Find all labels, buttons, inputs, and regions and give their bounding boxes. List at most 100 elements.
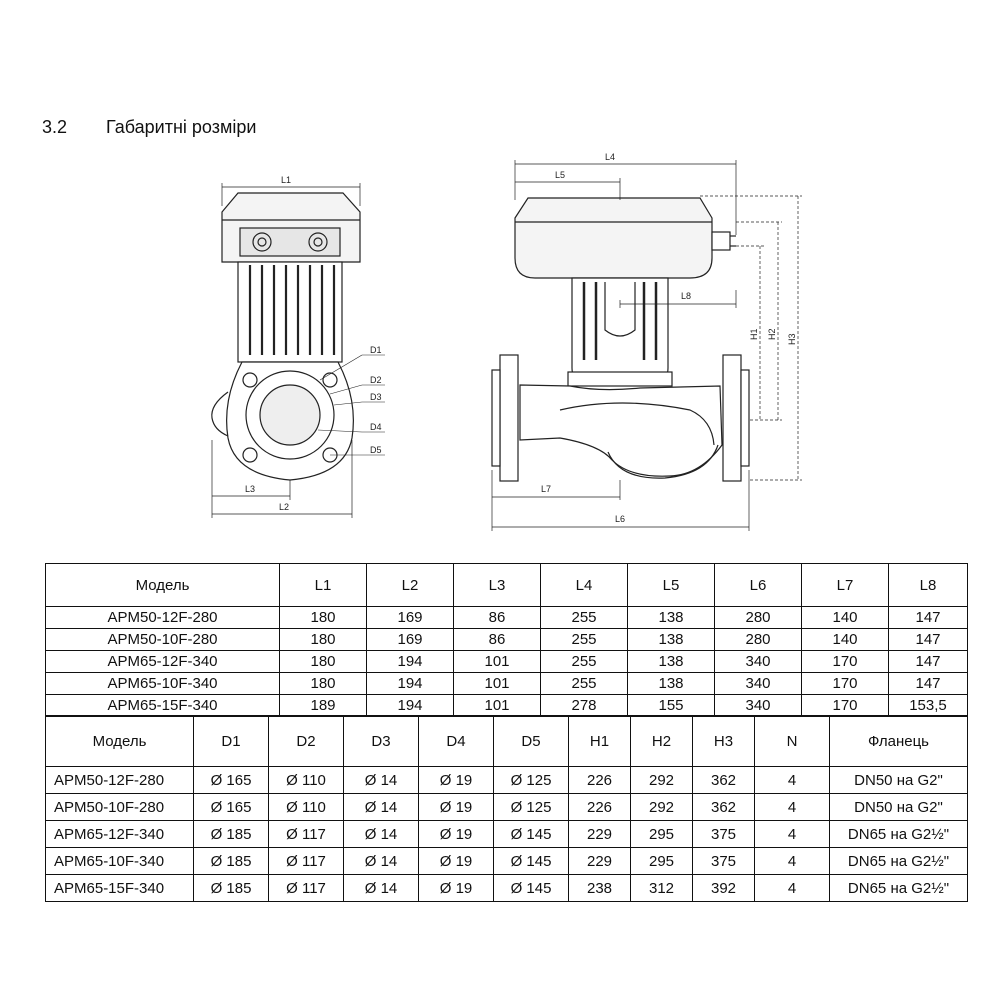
label-L5: L5	[555, 170, 565, 180]
table1-header-cell: L2	[366, 563, 454, 607]
diameter-leaders	[317, 354, 385, 456]
table1-model-cell: APM65-10F-340	[45, 672, 280, 695]
table1-value-cell: 140	[801, 628, 889, 651]
front-bore-outer	[245, 370, 335, 460]
table1-value-cell: 189	[279, 694, 367, 717]
dim-L6	[491, 470, 750, 531]
table2-value-cell: DN65 на G2½"	[829, 874, 968, 902]
table2-header-cell: H1	[568, 715, 631, 767]
table2-value-cell: 362	[692, 766, 755, 794]
table1-model-cell: APM50-10F-280	[45, 628, 280, 651]
table1-header-cell: L6	[714, 563, 802, 607]
side-view	[491, 160, 802, 531]
table2-value-cell: DN50 на G2"	[829, 793, 968, 821]
table1-value-cell: 153,5	[888, 694, 968, 717]
table1-value-cell: 101	[453, 650, 541, 673]
table2-model-cell: APM50-12F-280	[45, 766, 194, 794]
table1-value-cell: 180	[279, 628, 367, 651]
side-flange-left	[499, 354, 519, 482]
section-number: 3.2	[42, 117, 68, 137]
dim-L7	[492, 480, 621, 500]
table2-value-cell: 362	[692, 793, 755, 821]
table2-value-cell: Ø 14	[343, 820, 419, 848]
table2-value-cell: Ø 125	[493, 793, 569, 821]
label-L8: L8	[681, 291, 691, 301]
table1-value-cell: 280	[714, 606, 802, 629]
table1-value-cell: 278	[540, 694, 628, 717]
pump-dimension-drawing: L1 L3 L2 D1 D2 D3 D4 D5 L4 L5 L8 L7 L6 H…	[211, 152, 802, 531]
table1-value-cell: 194	[366, 672, 454, 695]
label-D2: D2	[370, 375, 382, 385]
table1-value-cell: 255	[540, 606, 628, 629]
table2-model-cell: APM65-10F-340	[45, 847, 194, 875]
dim-L1	[221, 183, 361, 206]
table2-value-cell: Ø 125	[493, 766, 569, 794]
table2-value-cell: 226	[568, 766, 631, 794]
table1-model-cell: APM65-12F-340	[45, 650, 280, 673]
table2-model-cell: APM65-15F-340	[45, 874, 194, 902]
table1-value-cell: 180	[279, 606, 367, 629]
side-motor-base	[567, 371, 673, 387]
dim-L4	[514, 160, 737, 235]
table2-value-cell: 229	[568, 847, 631, 875]
table1-value-cell: 170	[801, 650, 889, 673]
table1-value-cell: 340	[714, 694, 802, 717]
table1-header-cell: Модель	[45, 563, 280, 607]
table1-header-cell: L7	[801, 563, 889, 607]
table2-value-cell: Ø 14	[343, 793, 419, 821]
dim-heights	[700, 195, 802, 481]
table2-value-cell: Ø 19	[418, 793, 494, 821]
table1-value-cell: 147	[888, 650, 968, 673]
table2-value-cell: Ø 185	[193, 874, 269, 902]
table2-value-cell: Ø 19	[418, 766, 494, 794]
table2-model-cell: APM65-12F-340	[45, 820, 194, 848]
table2-header-cell: D1	[193, 715, 269, 767]
front-pipe-stub	[211, 391, 229, 437]
table2-value-cell: Ø 165	[193, 766, 269, 794]
table2-value-cell: 229	[568, 820, 631, 848]
table1-value-cell: 138	[627, 650, 715, 673]
table1-value-cell: 86	[453, 606, 541, 629]
table2-header-cell: N	[754, 715, 830, 767]
table1-value-cell: 180	[279, 650, 367, 673]
table2-value-cell: Ø 19	[418, 820, 494, 848]
section-title: Габаритні розміри	[106, 117, 257, 137]
side-motor-body	[571, 277, 669, 381]
label-L7: L7	[541, 484, 551, 494]
table1-header-cell: L3	[453, 563, 541, 607]
table2-value-cell: Ø 117	[268, 820, 344, 848]
table2-value-cell: Ø 14	[343, 874, 419, 902]
table2-value-cell: 375	[692, 847, 755, 875]
table2-header-cell: D4	[418, 715, 494, 767]
table2-value-cell: DN65 на G2½"	[829, 820, 968, 848]
label-L2: L2	[279, 502, 289, 512]
label-D5: D5	[370, 445, 382, 455]
label-L6: L6	[615, 514, 625, 524]
table2-value-cell: 295	[630, 847, 693, 875]
front-cable-gland-left	[252, 232, 272, 252]
table1-value-cell: 194	[366, 694, 454, 717]
table2-value-cell: 292	[630, 793, 693, 821]
table1-header-cell: L5	[627, 563, 715, 607]
table1-value-cell: 101	[453, 672, 541, 695]
table1-value-cell: 147	[888, 628, 968, 651]
label-D4: D4	[370, 422, 382, 432]
front-bolt-hole	[242, 372, 258, 388]
table2-value-cell: 4	[754, 820, 830, 848]
table1-value-cell: 147	[888, 672, 968, 695]
table1-value-cell: 280	[714, 628, 802, 651]
front-bolt-hole	[242, 447, 258, 463]
table1-value-cell: 255	[540, 650, 628, 673]
dim-L5	[515, 178, 621, 200]
label-D3: D3	[370, 392, 382, 402]
table1-value-cell: 170	[801, 694, 889, 717]
table2-value-cell: 392	[692, 874, 755, 902]
table2-value-cell: Ø 19	[418, 847, 494, 875]
front-view	[211, 183, 385, 518]
